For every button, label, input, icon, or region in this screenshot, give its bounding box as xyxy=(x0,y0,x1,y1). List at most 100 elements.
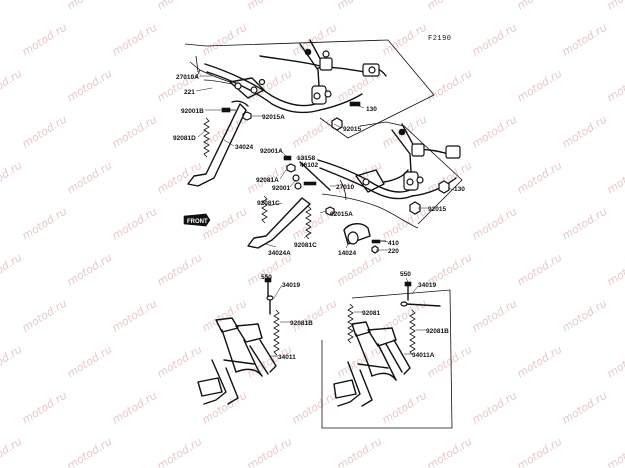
label-34019-right: 34019 xyxy=(418,282,436,289)
label-34011: 34011 xyxy=(278,354,296,361)
label-130-top: 130 xyxy=(366,106,377,113)
label-13158: 13158 xyxy=(297,155,315,162)
figure-number: F2190 xyxy=(428,35,452,43)
label-92081c-left: 92081C xyxy=(257,200,280,207)
watermark-text: motod.ru xyxy=(155,343,205,381)
watermark-text: motod.ru xyxy=(605,67,625,105)
watermark-text: motod.ru xyxy=(425,0,475,13)
watermark-text: motod.ru xyxy=(0,435,24,468)
center-stand-left xyxy=(197,277,280,405)
watermark-text: motod.ru xyxy=(470,205,520,243)
watermark-text: motod.ru xyxy=(605,343,625,381)
label-92001: 92001 xyxy=(272,185,290,192)
watermark-text: motod.ru xyxy=(155,0,205,13)
watermark-text: motod.ru xyxy=(515,251,565,289)
watermark-text: motod.ru xyxy=(605,435,625,468)
label-14024: 14024 xyxy=(338,250,356,257)
label-220: 220 xyxy=(388,248,399,255)
watermark-text: motod.ru xyxy=(290,21,340,59)
watermark-text: motod.ru xyxy=(65,251,115,289)
watermark-text: motod.ru xyxy=(20,113,70,151)
watermark-text: motod.ru xyxy=(560,389,610,427)
watermark-text: motod.ru xyxy=(515,435,565,468)
label-92081a: 92081A xyxy=(256,177,279,184)
part-labels: 27010A 221 92001B 92015A 92081D 34024 13… xyxy=(173,74,465,361)
watermark-text: motod.ru xyxy=(425,435,475,468)
watermark-text: motod.ru xyxy=(335,435,385,468)
watermark-text: motod.ru xyxy=(20,389,70,427)
watermark-text: motod.ru xyxy=(245,67,295,105)
label-92081: 92081 xyxy=(362,310,380,317)
label-92081c-mid: 92081C xyxy=(294,242,317,249)
watermark-text: motod.ru xyxy=(245,435,295,468)
watermark-text: motod.ru xyxy=(470,297,520,335)
label-221: 221 xyxy=(184,89,195,96)
label-92001b: 92001B xyxy=(181,108,204,115)
watermark-text: motod.ru xyxy=(425,67,475,105)
watermark-text: motod.ru xyxy=(380,205,430,243)
watermark-text: motod.ru xyxy=(560,297,610,335)
watermark-text: motod.ru xyxy=(605,251,625,289)
watermark-text: motod.ru xyxy=(155,159,205,197)
label-34011a: 34011A xyxy=(412,352,435,359)
watermark-text: motod.ru xyxy=(20,205,70,243)
leader-lines xyxy=(195,75,455,357)
front-label: FRONT xyxy=(187,219,208,225)
label-46102: 46102 xyxy=(300,162,318,169)
watermark-text: motod.ru xyxy=(0,67,24,105)
watermark-text: motod.ru xyxy=(560,205,610,243)
watermark-text: motod.ru xyxy=(200,21,250,59)
label-27010a: 27010A xyxy=(176,74,199,81)
watermark-text: motod.ru xyxy=(335,0,385,13)
watermark-text: motod.ru xyxy=(110,113,160,151)
label-92081b-left: 92081B xyxy=(290,320,313,327)
watermark-text: motod.ru xyxy=(425,343,475,381)
watermark-text: motod.ru xyxy=(560,21,610,59)
watermark-text: motod.ru xyxy=(110,205,160,243)
watermark-text: motod.ru xyxy=(290,297,340,335)
watermark-text: motod.ru xyxy=(155,67,205,105)
label-34024a: 34024A xyxy=(268,250,291,257)
watermark-text: motod.ru xyxy=(155,251,205,289)
label-550-left: 550 xyxy=(261,274,272,281)
watermark-text: motod.ru xyxy=(65,0,115,13)
center-stand-right xyxy=(321,281,453,429)
watermark-text: motod.ru xyxy=(200,297,250,335)
label-410: 410 xyxy=(388,240,399,247)
watermark-text: motod.ru xyxy=(470,113,520,151)
watermark-text: motod.ru xyxy=(110,389,160,427)
watermark-text: motod.ru xyxy=(515,343,565,381)
label-92081d: 92081D xyxy=(173,135,196,142)
middle-frame-assembly xyxy=(247,121,463,254)
watermark-text: motod.ru xyxy=(0,251,24,289)
watermark-text: motod.ru xyxy=(380,389,430,427)
label-34024: 34024 xyxy=(235,144,253,151)
watermark-text: motod.ru xyxy=(65,159,115,197)
watermark-text: motod.ru xyxy=(290,113,340,151)
watermark-text: motod.ru xyxy=(20,21,70,59)
watermark-text: motod.ru xyxy=(245,0,295,13)
watermark-text: motod.ru xyxy=(0,343,24,381)
watermark-text: motod.ru xyxy=(65,435,115,468)
watermark-text: motod.ru xyxy=(605,0,625,13)
label-92015a-mid: 92015A xyxy=(330,211,353,218)
label-92015-top: 92015 xyxy=(343,126,361,133)
watermark-text: motod.ru xyxy=(470,389,520,427)
watermark-text: motod.ru xyxy=(470,21,520,59)
front-arrow: FRONT xyxy=(183,213,211,227)
label-92081b-right: 92081B xyxy=(426,328,449,335)
watermark-text: motod.ru xyxy=(0,159,24,197)
watermark-text: motod.ru xyxy=(515,159,565,197)
label-130-right: 130 xyxy=(454,186,465,193)
label-27010: 27010 xyxy=(336,184,354,191)
label-92015-right: 92015 xyxy=(428,206,446,213)
watermark-text: motod.ru xyxy=(65,343,115,381)
watermark-text: motod.ru xyxy=(290,389,340,427)
label-92015a-top: 92015A xyxy=(262,114,285,121)
watermark-text: motod.ru xyxy=(155,435,205,468)
watermark-text: motod.ru xyxy=(110,297,160,335)
label-34019-left: 34019 xyxy=(282,282,300,289)
